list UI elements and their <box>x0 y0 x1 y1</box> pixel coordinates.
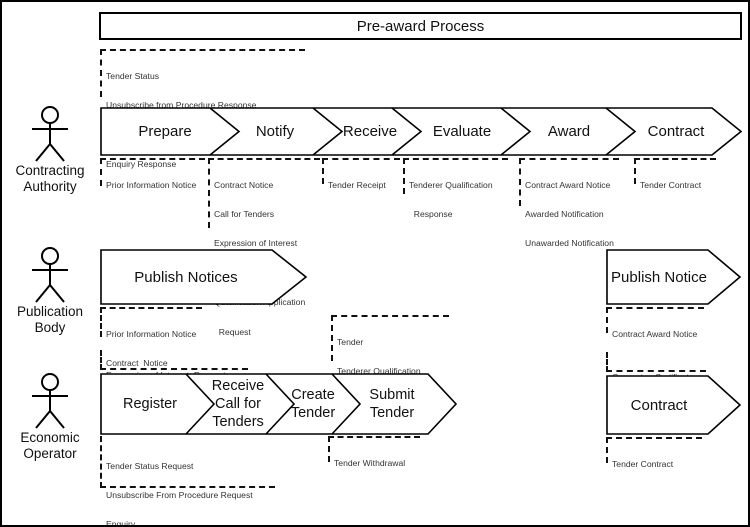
process-step-publish-notice[interactable]: Publish Notice <box>606 249 742 305</box>
arrow-shape-contract <box>606 375 742 435</box>
note-publication-body-left: Prior Information Notice Contract Notice <box>100 307 202 368</box>
note-line: Tender Status Request <box>106 460 194 471</box>
actor-label-line2: Authority <box>23 178 77 194</box>
chevron-band-economic-operator <box>100 373 458 435</box>
process-row-economic-operator: Register Receive Call for Tenders Create… <box>100 373 458 435</box>
note-economic-operator-contract: Tender Contract <box>606 437 702 468</box>
note-line: Prior Information Notice <box>106 179 197 190</box>
note-contracting-authority-top: Tender Status Unsubscribe from Procedure… <box>100 49 305 169</box>
page-title-text: Pre-award Process <box>356 17 485 35</box>
note-line: Expression of Interest <box>214 238 298 249</box>
note-line: Response <box>409 208 453 219</box>
actor-contracting-authority: Contracting Authority <box>2 106 98 194</box>
process-step-publish-notices[interactable]: Publish Notices <box>100 249 308 305</box>
note-line: Call for Tenders <box>214 208 275 219</box>
note-notify: Contract Notice Call for Tenders Express… <box>208 158 320 336</box>
note-evaluate: Tenderer Qualification Response <box>403 158 508 219</box>
actor-label-line2: Body <box>34 319 66 335</box>
actor-label-contracting-authority: Contracting Authority <box>2 163 98 194</box>
note-line: Tender Withdrawal <box>334 457 406 468</box>
note-line: Tenderer Qualification <box>337 365 421 376</box>
stick-figure-icon <box>32 106 68 162</box>
note-line: Tender <box>337 336 364 347</box>
note-line: Awarded Notification <box>525 208 604 219</box>
note-award: Contract Award Notice Awarded Notificati… <box>519 158 619 248</box>
actor-publication-body: Publication Body <box>2 247 98 335</box>
stick-figure-icon <box>32 247 68 303</box>
note-line: Tenderer Qualification <box>409 179 493 190</box>
note-line: Enquiry <box>106 519 136 527</box>
note-line: Contract Award Notice <box>612 328 698 339</box>
note-expression-of-interest-request: Expression of Interest Request <box>100 350 248 379</box>
note-line: Request <box>214 326 251 337</box>
arrow-shape-publish-notice <box>606 249 742 305</box>
process-row-contracting-authority: Prepare Notify Receive Evaluate Award Co… <box>100 107 742 156</box>
note-receive: Tender Receipt <box>322 158 400 189</box>
note-line: Tender Status <box>106 70 160 81</box>
note-line: Tender Receipt <box>328 179 386 190</box>
note-line: Enquiry Response <box>106 158 177 169</box>
actor-label-line2: Operator <box>23 445 77 461</box>
note-line: Tender Contract <box>612 458 674 469</box>
actor-label-line1: Contracting <box>15 163 85 178</box>
process-step-contract-economic-operator[interactable]: Contract <box>606 375 742 435</box>
arrow-shape-publish-notices <box>100 249 308 305</box>
note-economic-operator-tender: Tender Tenderer Qualification Qualificat… <box>331 315 449 435</box>
actor-label-line1: Economic <box>20 430 80 445</box>
note-publication-body-right: Contract Award Notice <box>606 307 704 338</box>
note-line: Unawarded Notification <box>525 238 614 249</box>
note-line: Unsubscribe from Procedure Response <box>106 99 257 110</box>
chevron-band-contracting-authority <box>100 107 742 156</box>
note-prepare: Prior Information Notice <box>100 158 205 189</box>
note-contract: Tender Contract <box>634 158 716 189</box>
note-line: Contract Notice <box>214 179 274 190</box>
note-guarantee-certificate: Guarantee Certificate <box>606 352 706 381</box>
note-line: Contract Award Notice <box>525 179 611 190</box>
note-line: Contract Notice <box>106 357 168 368</box>
note-line: Tender Contract <box>640 179 702 190</box>
actor-economic-operator: Economic Operator <box>2 373 98 461</box>
stick-figure-icon <box>32 373 68 429</box>
note-economic-operator-bottom: Tender Status Request Unsubscribe From P… <box>100 436 275 525</box>
actor-label-publication-body: Publication Body <box>2 304 98 335</box>
note-line: Prior Information Notice <box>106 328 197 339</box>
note-line: Unsubscribe From Procedure Request <box>106 489 253 500</box>
actor-label-economic-operator: Economic Operator <box>2 430 98 461</box>
page-title: Pre-award Process <box>99 12 742 40</box>
note-tender-withdrawal: Tender Withdrawal <box>328 436 420 467</box>
actor-label-line1: Publication <box>16 304 84 319</box>
